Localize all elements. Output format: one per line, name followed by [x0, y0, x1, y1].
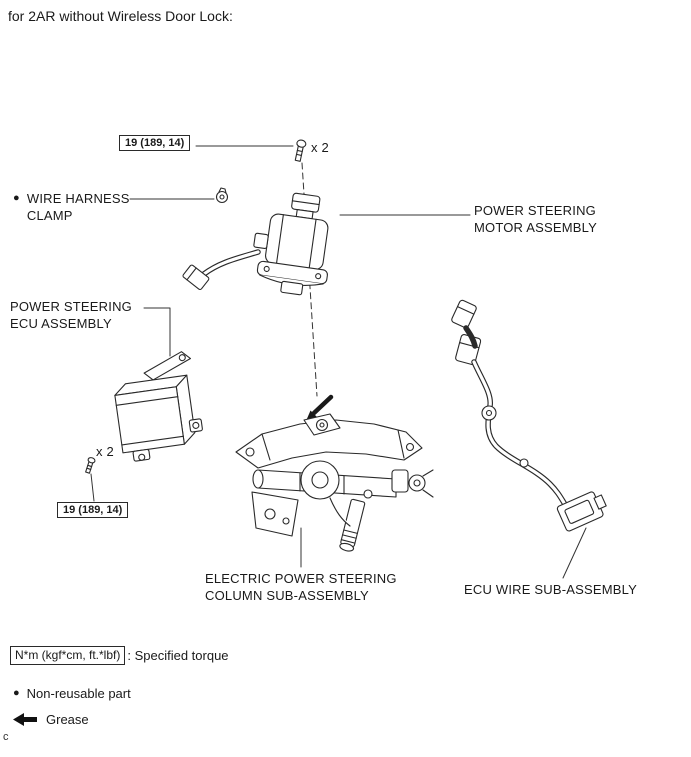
qty-label-top: x 2	[311, 140, 329, 155]
torque-spec-top: 19 (189, 14)	[119, 135, 191, 151]
legend-non-reusable-row: ● Non-reusable part	[13, 685, 131, 702]
column-label-line2: COLUMN SUB-ASSEMBLY	[205, 588, 369, 603]
torque-unit-box: N*m (kgf*cm, ft.*lbf)	[10, 646, 126, 665]
column-assembly-drawing	[235, 413, 434, 552]
grease-arrow-icon	[13, 713, 37, 726]
label-motor-assembly: POWER STEERING MOTOR ASSEMBLY	[474, 202, 597, 236]
column-label-line1: ELECTRIC POWER STEERING	[205, 571, 397, 586]
motor-assembly-drawing	[253, 192, 329, 296]
torque-spec-bottom: 19 (189, 14)	[57, 502, 129, 518]
wire-harness-clamp-line1: WIRE HARNESS	[26, 191, 130, 206]
grease-label: Grease	[46, 712, 89, 727]
ecu-label-line2: ECU ASSEMBLY	[10, 316, 112, 331]
legend-torque-row: N*m (kgf*cm, ft.*lbf) : Specified torque	[10, 646, 229, 665]
motor-label-line2: MOTOR ASSEMBLY	[474, 220, 597, 235]
wire-harness-clamp-line2: CLAMP	[26, 208, 73, 223]
page-marker: c	[3, 731, 9, 743]
non-reusable-dot-icon: ●	[13, 192, 20, 204]
non-reusable-label: Non-reusable part	[26, 686, 131, 701]
qty-label-bottom: x 2	[96, 444, 114, 459]
ecu-label-line1: POWER STEERING	[10, 299, 132, 314]
bolt-icon-top	[294, 139, 307, 162]
bolt-icon-bottom	[85, 457, 96, 474]
ecu-assembly-drawing	[114, 351, 203, 462]
page-title: for 2AR without Wireless Door Lock:	[8, 8, 233, 24]
torque-unit-description: : Specified torque	[127, 648, 229, 663]
non-reusable-dot-icon: ●	[13, 687, 20, 699]
wire-harness-clamp-icon	[215, 187, 229, 204]
legend-grease-row: Grease	[13, 712, 89, 727]
label-wire-harness-clamp: ● WIRE HARNESS CLAMP	[13, 190, 130, 224]
ecu-wire-drawing	[451, 299, 607, 532]
motor-wire-drawing	[182, 249, 261, 291]
motor-label-line1: POWER STEERING	[474, 203, 596, 218]
label-ecu-wire-sub-assembly: ECU WIRE SUB-ASSEMBLY	[464, 582, 637, 597]
leader-lines	[90, 145, 587, 579]
label-column-sub-assembly: ELECTRIC POWER STEERING COLUMN SUB-ASSEM…	[205, 570, 397, 604]
label-ecu-assembly: POWER STEERING ECU ASSEMBLY	[10, 298, 132, 332]
